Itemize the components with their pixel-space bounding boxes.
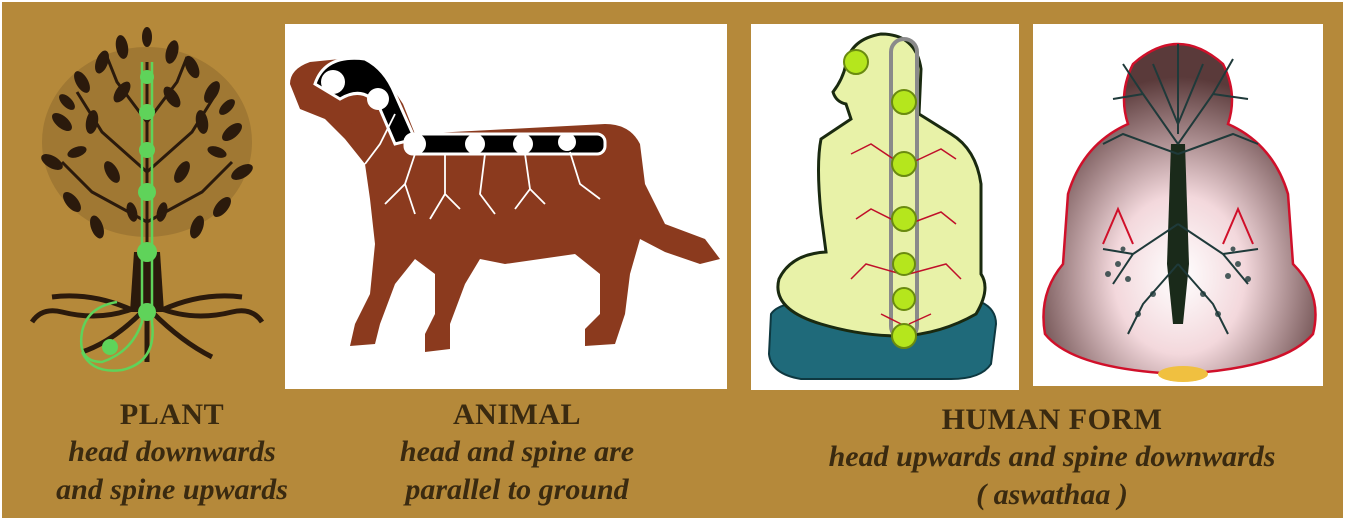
- animal-description-line2: parallel to ground: [357, 471, 677, 509]
- inverted-tree-human-figure: [1033, 24, 1323, 386]
- plant-description-line1: head downwards: [22, 433, 322, 471]
- dog-figure: [285, 24, 727, 389]
- human-caption: HUMAN FORM head upwards and spine downwa…: [762, 402, 1342, 514]
- tree-human-illustration: [1033, 24, 1323, 386]
- animal-description-line1: head and spine are: [357, 433, 677, 471]
- base-glow: [1158, 366, 1208, 382]
- human-description-line2: ( aswathaa ): [762, 476, 1342, 514]
- human-body: [778, 34, 985, 336]
- tree-trunk: [1167, 144, 1189, 324]
- human-title: HUMAN FORM: [762, 402, 1342, 438]
- plant-tree-figure: [22, 22, 272, 392]
- animal-title: ANIMAL: [357, 397, 677, 433]
- plant-description-line2: and spine upwards: [22, 471, 322, 509]
- meditating-human-figure: [751, 24, 1019, 390]
- animal-caption: ANIMAL head and spine are parallel to gr…: [357, 397, 677, 509]
- human-illustration: [751, 24, 1019, 390]
- plant-canopy: [39, 27, 256, 252]
- plant-caption: PLANT head downwards and spine upwards: [22, 397, 322, 509]
- plant-illustration: [22, 22, 272, 392]
- human-description-line1: head upwards and spine downwards: [762, 438, 1342, 476]
- plant-title: PLANT: [22, 397, 322, 433]
- animal-illustration: [285, 24, 727, 389]
